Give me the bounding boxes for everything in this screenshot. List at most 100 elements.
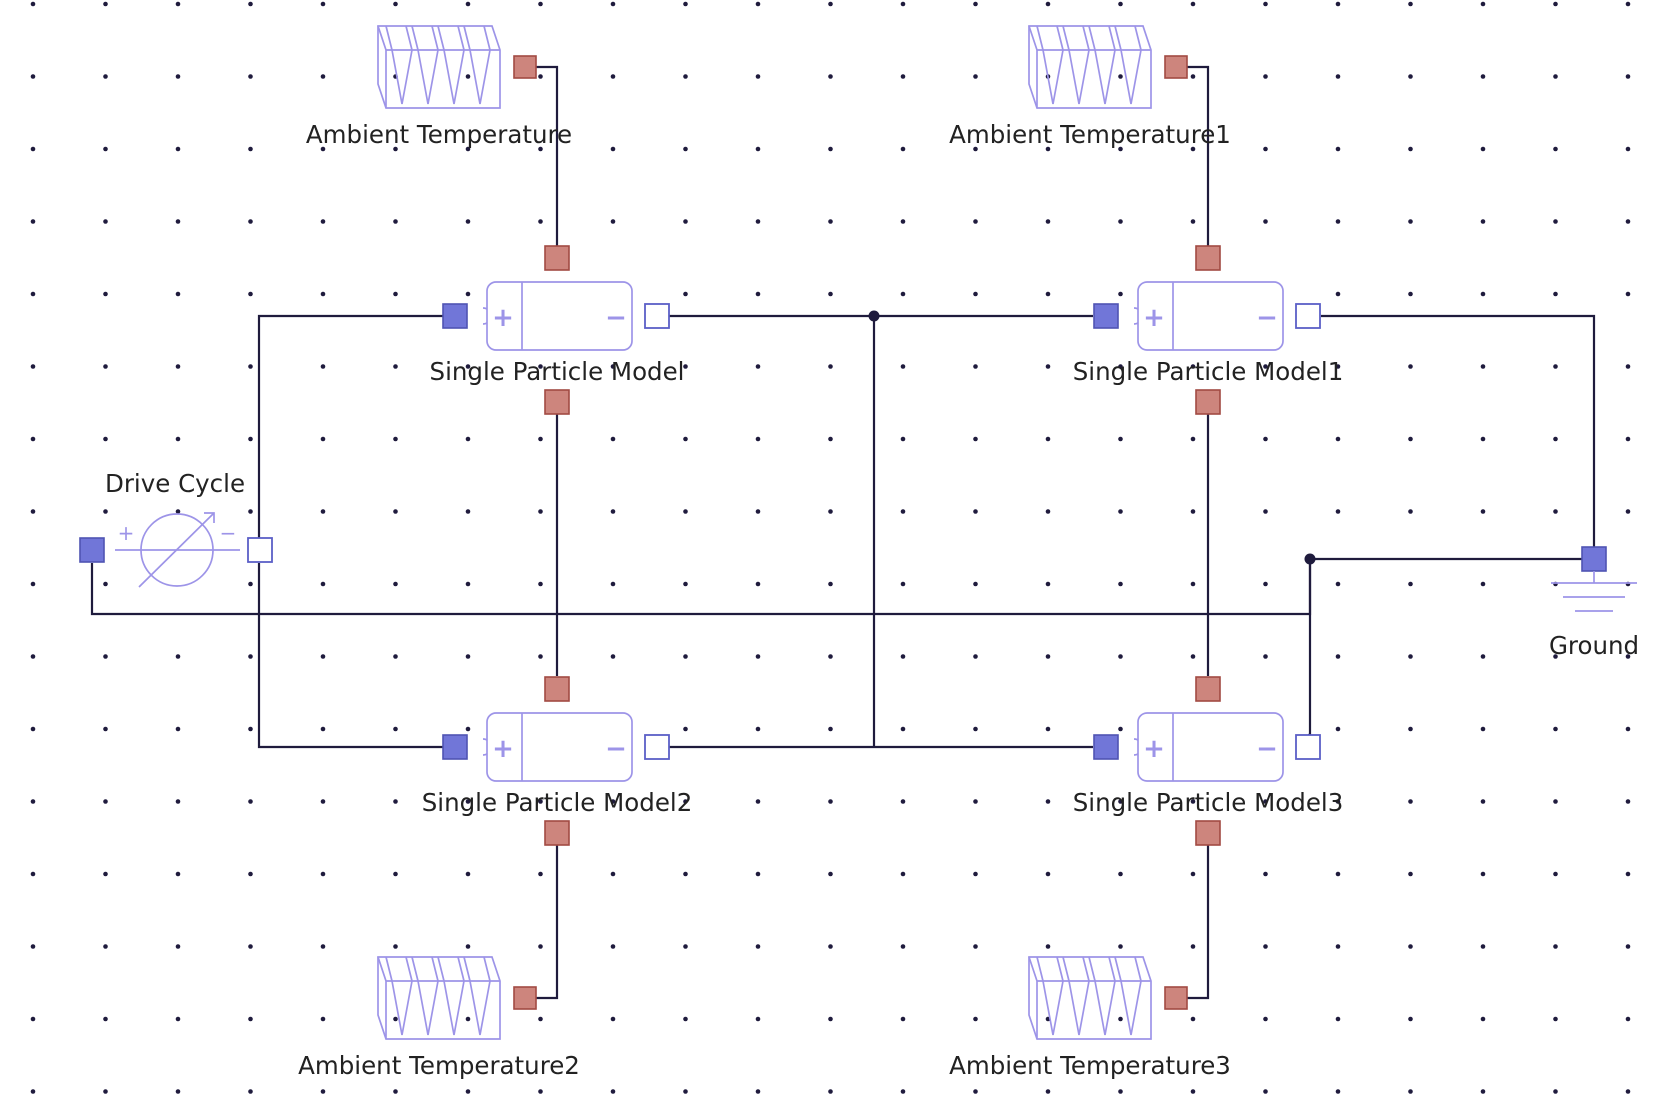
grid-dot: [900, 219, 906, 224]
positive-pin[interactable]: [1093, 303, 1119, 329]
grid-dot: [538, 146, 543, 152]
grid-dot: [1625, 74, 1631, 79]
grid-dot: [1625, 726, 1631, 732]
single-particle-model-block[interactable]: + − Single Particle Model: [430, 245, 685, 415]
battery-icon: + −: [482, 281, 633, 351]
thermal-port[interactable]: [544, 676, 570, 702]
component-label: Single Particle Model: [430, 357, 685, 386]
ambient-temperature3-block[interactable]: Ambient Temperature3: [949, 956, 1231, 1080]
grid-dot: [538, 74, 543, 79]
thermal-port[interactable]: [1195, 676, 1221, 702]
grid-dot: [465, 74, 471, 79]
grid-dot: [828, 291, 833, 297]
positive-pin[interactable]: [442, 303, 468, 329]
thermal-port[interactable]: [1195, 820, 1221, 846]
grid-dot: [828, 1089, 833, 1094]
grid-dot: [1190, 509, 1196, 514]
grid-dot: [1190, 1089, 1196, 1094]
grid-dot: [1045, 1, 1051, 7]
thermal-port[interactable]: [544, 820, 570, 846]
grid-dot: [1335, 654, 1341, 659]
grid-dot: [828, 726, 833, 732]
positive-pin[interactable]: [79, 537, 105, 563]
grid-dot: [1335, 726, 1341, 732]
thermal-port[interactable]: [1195, 389, 1221, 415]
grid-dot: [1480, 219, 1486, 224]
negative-pin[interactable]: [247, 537, 273, 563]
grid-dot: [320, 509, 326, 514]
grid-dot: [1335, 944, 1341, 949]
negative-pin[interactable]: [644, 734, 670, 760]
grid-dot: [610, 944, 616, 949]
ground-block[interactable]: Ground: [1549, 546, 1639, 660]
grid-dot: [973, 1, 978, 7]
grid-dot: [1190, 1, 1196, 7]
grid-dot: [175, 364, 181, 369]
drive-cycle-block[interactable]: Drive Cycle + −: [79, 469, 273, 588]
grid-dot: [1335, 581, 1341, 587]
grid-dot: [1118, 871, 1123, 877]
grid-dot: [1263, 146, 1268, 152]
thermal-port[interactable]: [544, 245, 570, 271]
negative-pin[interactable]: [644, 303, 670, 329]
grid-dot: [828, 799, 833, 804]
heatsink-icon: [1028, 25, 1152, 109]
single-particle-model2-block[interactable]: + − Single Particle Model2: [422, 676, 693, 846]
grid-dot: [1045, 654, 1051, 659]
grid-dot: [320, 364, 326, 369]
grid-dot: [320, 436, 326, 442]
positive-pin[interactable]: [442, 734, 468, 760]
grid-dot: [1263, 1016, 1268, 1022]
ambient-temperature1-block[interactable]: Ambient Temperature1: [949, 25, 1231, 149]
thermal-port[interactable]: [513, 986, 537, 1010]
grid-dot: [900, 1089, 906, 1094]
grid-dot: [1118, 581, 1123, 587]
grid-dot: [30, 654, 36, 659]
grid-dot: [248, 654, 253, 659]
grid-dot: [1408, 726, 1413, 732]
ambient-temperature2-block[interactable]: Ambient Temperature2: [298, 956, 580, 1080]
grid-dot: [248, 436, 253, 442]
wire-thermal-at-to-spm[interactable]: [532, 65, 559, 247]
grid-dot: [973, 654, 978, 659]
wire-drive-cycle-pos-to-junction[interactable]: [90, 559, 1312, 616]
svg-text:−: −: [1256, 734, 1278, 764]
grid-dot: [103, 436, 108, 442]
grid-dot: [755, 1089, 761, 1094]
wire-thermal-spm2-to-at2[interactable]: [532, 844, 559, 1000]
grid-dot: [103, 146, 108, 152]
grid-dot: [828, 1016, 833, 1022]
thermal-port[interactable]: [1164, 55, 1188, 79]
wire-thermal-at1-to-spm1[interactable]: [1183, 65, 1210, 247]
grid-dot: [393, 436, 398, 442]
grid-dot: [1263, 1089, 1268, 1094]
thermal-port[interactable]: [1195, 245, 1221, 271]
ambient-temperature-block[interactable]: Ambient Temperature: [306, 25, 572, 149]
grid-dot: [103, 726, 108, 732]
thermal-port[interactable]: [544, 389, 570, 415]
wire-spm1-neg-to-ground[interactable]: [1321, 314, 1596, 547]
grid-dot: [755, 944, 761, 949]
grid-dot: [610, 74, 616, 79]
ground-pin[interactable]: [1581, 546, 1607, 572]
thermal-port[interactable]: [1164, 986, 1188, 1010]
single-particle-model3-block[interactable]: + − Single Particle Model3: [1073, 676, 1344, 846]
grid-dot: [1553, 219, 1558, 224]
grid-dot: [30, 509, 36, 514]
grid-dot: [683, 219, 688, 224]
wire-thermal-spm3-to-at3[interactable]: [1183, 844, 1210, 1000]
thermal-port[interactable]: [513, 55, 537, 79]
negative-pin[interactable]: [1295, 734, 1321, 760]
grid-dot: [828, 944, 833, 949]
grid-dot: [30, 219, 36, 224]
grid-dot: [465, 436, 471, 442]
grid-dot: [1480, 1016, 1486, 1022]
positive-pin[interactable]: [1093, 734, 1119, 760]
single-particle-model1-block[interactable]: + − Single Particle Model1: [1073, 245, 1344, 415]
grid-dot: [755, 436, 761, 442]
wire-drive-cycle-neg-to-spm2-pos[interactable]: [257, 563, 443, 749]
wire-drive-cycle-neg-to-spm-pos[interactable]: [257, 314, 443, 539]
grid-dot: [1190, 944, 1196, 949]
negative-pin[interactable]: [1295, 303, 1321, 329]
